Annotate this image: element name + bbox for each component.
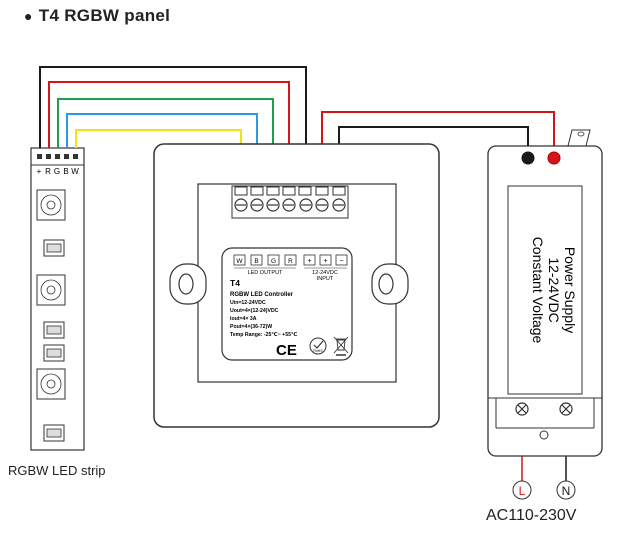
label-pin-g: G bbox=[271, 258, 276, 265]
label-pin-plus1: + bbox=[307, 258, 311, 265]
panel-model: T4 bbox=[230, 278, 240, 288]
panel-label: W B G R + + − LED OUTPUT 12-24VDC INPUT … bbox=[221, 247, 353, 361]
strip-pin-w: W bbox=[71, 167, 79, 176]
wire-red-r bbox=[48, 81, 290, 203]
strip-pin-b: B bbox=[63, 167, 68, 176]
psu-input-screws bbox=[515, 402, 573, 416]
ac-line-label: L bbox=[519, 484, 526, 498]
label-pin-b: B bbox=[254, 258, 258, 265]
led-chip-2 bbox=[36, 274, 66, 306]
rohs-text: RoHS bbox=[313, 349, 323, 353]
weee-bin-icon bbox=[333, 336, 349, 356]
label-pin-w: W bbox=[236, 258, 243, 265]
ac-neutral-terminal: N bbox=[556, 480, 576, 500]
label-pin-minus: − bbox=[339, 258, 343, 265]
led-output-label: LED OUTPUT bbox=[248, 270, 283, 276]
label-pin-plus2: + bbox=[323, 258, 327, 265]
resistor-4 bbox=[43, 424, 65, 442]
panel-terminal-block bbox=[231, 185, 349, 219]
psu-output-plus bbox=[547, 151, 561, 165]
ac-line-terminal: L bbox=[512, 480, 532, 500]
psu-label-line2: 12-24VDC bbox=[546, 257, 562, 322]
power-supply: Power Supply 12-24VDC Constant Voltage bbox=[487, 129, 603, 457]
led-strip-label: RGBW LED strip bbox=[8, 463, 106, 478]
diagram-title: ●T4 RGBW panel bbox=[24, 6, 171, 25]
psu-label-line1: Power Supply bbox=[562, 247, 578, 333]
resistor-1 bbox=[43, 239, 65, 257]
strip-pin-dots bbox=[37, 154, 78, 159]
input-label: INPUT bbox=[317, 276, 334, 282]
strip-pin-r: R bbox=[45, 167, 51, 176]
led-chip-1 bbox=[36, 189, 66, 221]
psu-output-minus bbox=[521, 151, 535, 165]
t4-panel: W B G R + + − LED OUTPUT 12-24VDC INPUT … bbox=[153, 143, 440, 428]
wire-black-plus bbox=[39, 66, 307, 203]
label-pin-r: R bbox=[288, 258, 293, 265]
mount-slot-left bbox=[169, 263, 207, 305]
mount-slot-right bbox=[371, 263, 409, 305]
spec-pout: Pout=4×(36-72)W bbox=[230, 324, 272, 330]
strip-pin-plus: + bbox=[37, 167, 42, 176]
spec-temp: Temp Range: -25℃~ +55℃ bbox=[230, 332, 297, 338]
resistor-2 bbox=[43, 321, 65, 339]
led-chip-3 bbox=[36, 368, 66, 400]
psu-mount-tab bbox=[567, 129, 591, 147]
spec-uin: Uin=12-24VDC bbox=[230, 300, 266, 306]
led-strip: + R G B W bbox=[30, 147, 85, 451]
spec-iout: Iout=4× 3A bbox=[230, 316, 257, 322]
input-voltage-label: 12-24VDC bbox=[312, 270, 338, 276]
ce-mark: CE bbox=[276, 342, 297, 359]
terminal-screws bbox=[234, 198, 346, 212]
resistor-3 bbox=[43, 344, 65, 362]
spec-uout: Uout=4×(12-24)VDC bbox=[230, 308, 279, 314]
panel-product-name: RGBW LED Controller bbox=[230, 292, 294, 298]
rohs-icon: RoHS bbox=[309, 337, 327, 355]
psu-label-line3: Constant Voltage bbox=[530, 237, 546, 344]
ac-neutral-label: N bbox=[562, 484, 571, 498]
ac-voltage-label: AC110-230V bbox=[486, 507, 577, 524]
strip-pin-g: G bbox=[54, 167, 60, 176]
